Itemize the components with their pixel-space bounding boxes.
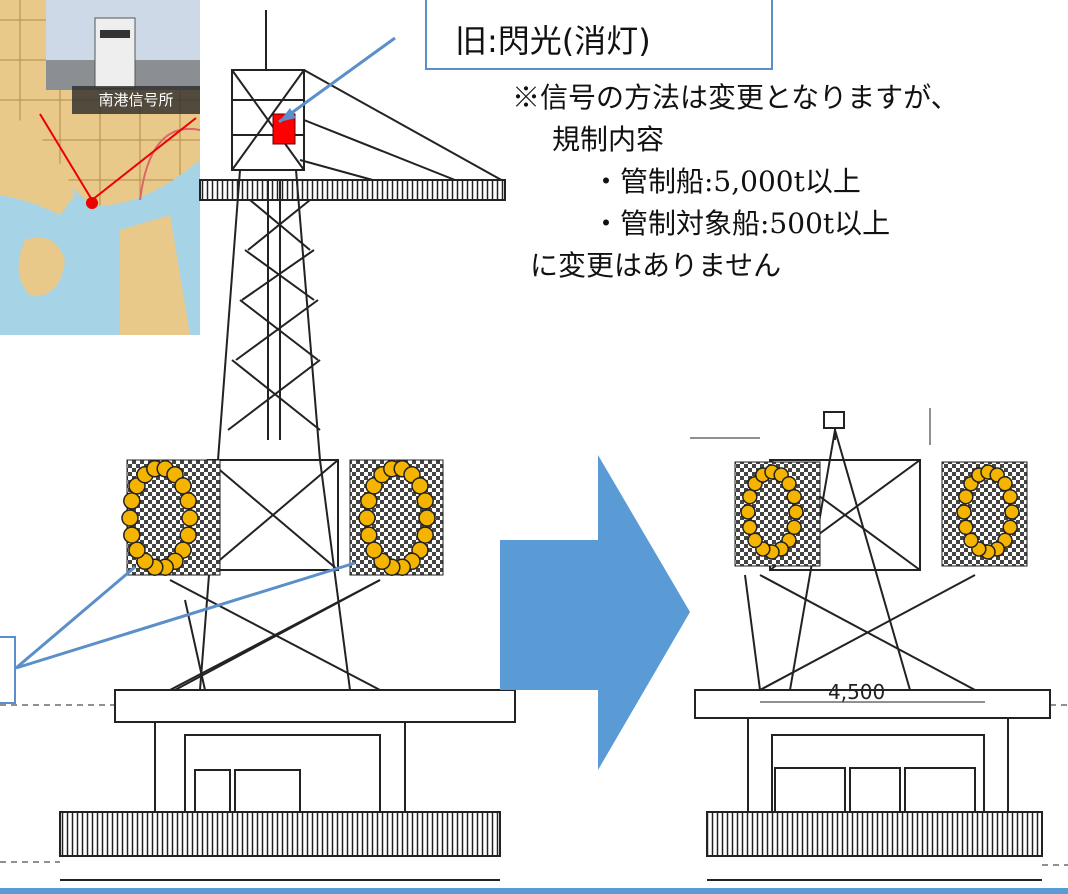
note-line-5: に変更はありません xyxy=(530,249,782,282)
signal-lamp xyxy=(121,509,139,527)
lamp-ring-new-right xyxy=(956,464,1020,560)
note-line-2: 規制内容 xyxy=(552,123,665,156)
signal-lamp xyxy=(1004,504,1020,520)
signal-lamp xyxy=(742,488,758,505)
signal-lamp xyxy=(747,532,763,549)
lamp-ring-old-left xyxy=(121,460,199,576)
signal-lamp xyxy=(956,504,972,520)
signal-lamp xyxy=(181,509,199,527)
callout-pointer-right xyxy=(15,561,356,670)
signal-lamp xyxy=(1002,519,1018,536)
signal-lamp xyxy=(781,475,797,492)
signal-lamp xyxy=(128,541,146,559)
lamp-ring-new-left xyxy=(740,464,804,560)
signal-lamp xyxy=(416,526,434,544)
old-light-callout: 旧:閃光(消灯) xyxy=(425,0,773,70)
signal-lamp xyxy=(123,526,141,544)
dimension-label: 4,500 xyxy=(828,680,885,704)
station-marker xyxy=(86,197,98,209)
lamp-callout-box xyxy=(0,636,16,704)
signal-lamp xyxy=(742,519,758,536)
old-light-callout-text: 旧:閃光(消灯) xyxy=(455,22,651,60)
signal-lamp xyxy=(179,526,197,544)
signal-lamp xyxy=(786,519,802,536)
signal-lamp xyxy=(958,519,974,536)
signal-lamp xyxy=(418,509,436,527)
signal-lamp xyxy=(740,504,756,520)
old-flashing-light xyxy=(272,113,296,145)
signal-lamp xyxy=(365,541,383,559)
bottom-accent-bar xyxy=(0,888,1068,894)
callout-pointer-left xyxy=(15,565,136,670)
signal-lamp xyxy=(786,488,802,505)
note-line-1: ※信号の方法は変更となりますが、 xyxy=(512,81,959,114)
signal-lamp xyxy=(360,492,378,510)
signal-lamp xyxy=(416,492,434,510)
signal-lamp xyxy=(788,504,804,520)
signal-lamp xyxy=(958,488,974,505)
signal-lamp xyxy=(123,492,141,510)
lamp-ring-old-right xyxy=(358,460,436,576)
signal-lamp xyxy=(1002,488,1018,505)
signal-lamp xyxy=(963,532,979,549)
change-arrow xyxy=(500,455,690,770)
signal-lamp xyxy=(174,477,192,495)
tower-new xyxy=(690,408,1068,881)
signal-lamp xyxy=(360,526,378,544)
callout-pointer-top xyxy=(278,36,396,124)
note-line-3: ・管制船:5,000t以上 xyxy=(592,165,861,198)
note-line-4: ・管制対象船:500t以上 xyxy=(592,207,891,240)
signal-lamp xyxy=(358,509,376,527)
signal-lamp xyxy=(997,475,1013,492)
signal-lamp xyxy=(411,477,429,495)
map-station-label: 南港信号所 xyxy=(72,86,200,114)
location-map xyxy=(0,0,201,335)
signal-lamp xyxy=(179,492,197,510)
